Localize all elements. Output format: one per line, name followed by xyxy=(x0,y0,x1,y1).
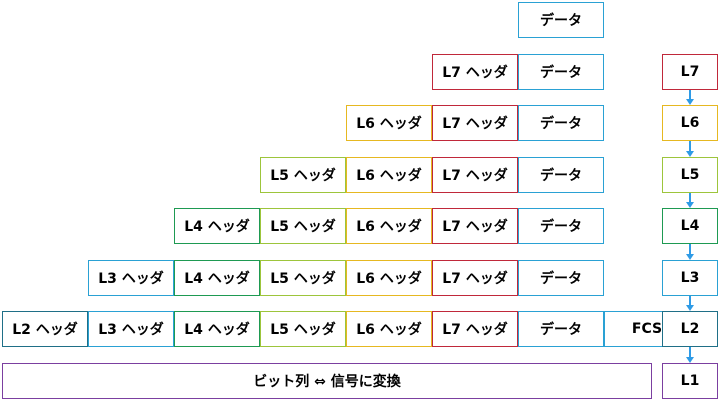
data-cell: データ xyxy=(518,53,604,90)
layer-box-l6: L6 xyxy=(662,105,718,141)
l5-header-cell: L5 ヘッダ xyxy=(260,259,346,296)
layer-box-l1: L1 xyxy=(662,362,718,399)
l6-header-cell: L6 ヘッダ xyxy=(346,311,432,347)
l6-header-cell: L6 ヘッダ xyxy=(346,156,432,193)
l6-header-cell: L6 ヘッダ xyxy=(346,105,432,141)
l5-header-cell: L5 ヘッダ xyxy=(260,311,346,347)
bitstream-bar: ビット列 ⇔ 信号に変換 xyxy=(2,362,652,399)
layer-box-l5: L5 xyxy=(662,156,718,193)
data-cell: データ xyxy=(518,311,604,347)
arrow-head xyxy=(686,305,694,311)
arrow-shaft xyxy=(689,347,691,357)
layer-box-l3: L3 xyxy=(662,259,718,296)
l7-header-cell: L7 ヘッダ xyxy=(432,208,518,244)
data-cell: データ xyxy=(518,259,604,296)
arrow-head xyxy=(686,150,694,157)
l3-header-cell: L3 ヘッダ xyxy=(88,311,174,347)
layer-box-l7: L7 xyxy=(662,53,718,90)
data-cell: データ xyxy=(518,156,604,193)
l5-header-cell: L5 ヘッダ xyxy=(260,156,346,193)
data-cell: データ xyxy=(518,105,604,141)
arrow-head xyxy=(686,99,694,105)
l7-header-cell: L7 ヘッダ xyxy=(432,53,518,90)
l3-header-cell: L3 ヘッダ xyxy=(88,259,174,296)
layer-box-l2: L2 xyxy=(662,311,718,347)
arrow-head xyxy=(686,356,694,363)
l4-header-cell: L4 ヘッダ xyxy=(174,259,260,296)
layer-box-l4: L4 xyxy=(662,208,718,244)
arrow-shaft xyxy=(689,192,691,202)
l7-header-cell: L7 ヘッダ xyxy=(432,156,518,193)
arrow-shaft xyxy=(689,89,691,99)
l7-header-cell: L7 ヘッダ xyxy=(432,259,518,296)
arrow-head xyxy=(686,202,694,208)
arrow-head xyxy=(686,253,694,260)
l7-header-cell: L7 ヘッダ xyxy=(432,105,518,141)
arrow-shaft xyxy=(689,244,691,254)
l6-header-cell: L6 ヘッダ xyxy=(346,259,432,296)
data-cell: データ xyxy=(518,208,604,244)
arrow-shaft xyxy=(689,141,691,151)
l6-header-cell: L6 ヘッダ xyxy=(346,208,432,244)
arrow-shaft xyxy=(689,295,691,305)
data-cell: データ xyxy=(518,2,604,38)
l5-header-cell: L5 ヘッダ xyxy=(260,208,346,244)
l7-header-cell: L7 ヘッダ xyxy=(432,311,518,347)
l4-header-cell: L4 ヘッダ xyxy=(174,311,260,347)
l2-header-cell: L2 ヘッダ xyxy=(2,311,88,347)
l4-header-cell: L4 ヘッダ xyxy=(174,208,260,244)
